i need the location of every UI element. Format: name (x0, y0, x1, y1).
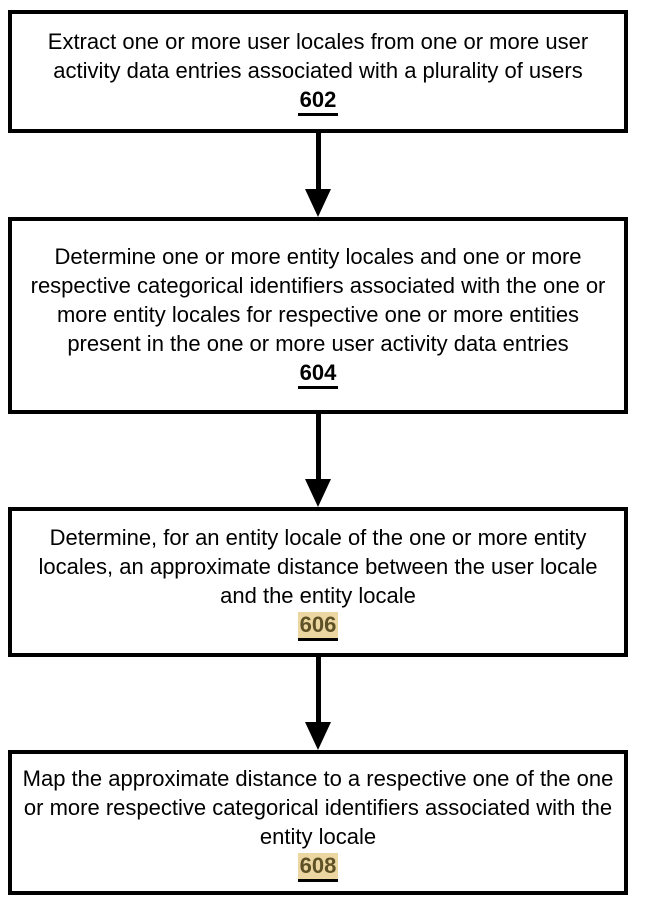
step-text: Extract one or more user locales from on… (47, 29, 589, 83)
step-text: Determine, for an entity locale of the o… (38, 525, 598, 608)
arrow-stem (315, 657, 321, 722)
step-ref-606: 606 (297, 612, 339, 641)
step-text: Map the approximate distance to a respec… (22, 765, 614, 849)
flow-arrow (305, 414, 331, 507)
arrow-stem (315, 133, 321, 189)
flow-arrow (305, 133, 331, 217)
step-ref-604: 604 (297, 360, 339, 389)
step-box-608: Map the approximate distance to a respec… (8, 750, 628, 895)
arrow-stem (315, 414, 321, 479)
step-box-604: Determine one or more entity locales and… (8, 217, 628, 414)
step-text: Determine one or more entity locales and… (30, 244, 606, 356)
flow-arrow (305, 657, 331, 750)
arrow-down-icon (305, 722, 331, 750)
arrow-down-icon (305, 479, 331, 507)
step-box-602: Extract one or more user locales from on… (8, 10, 628, 133)
arrow-down-icon (305, 189, 331, 217)
step-box-606: Determine, for an entity locale of the o… (8, 507, 628, 657)
flowchart: Extract one or more user locales from on… (8, 10, 628, 895)
step-ref-608: 608 (297, 852, 339, 882)
step-ref-602: 602 (297, 87, 339, 116)
